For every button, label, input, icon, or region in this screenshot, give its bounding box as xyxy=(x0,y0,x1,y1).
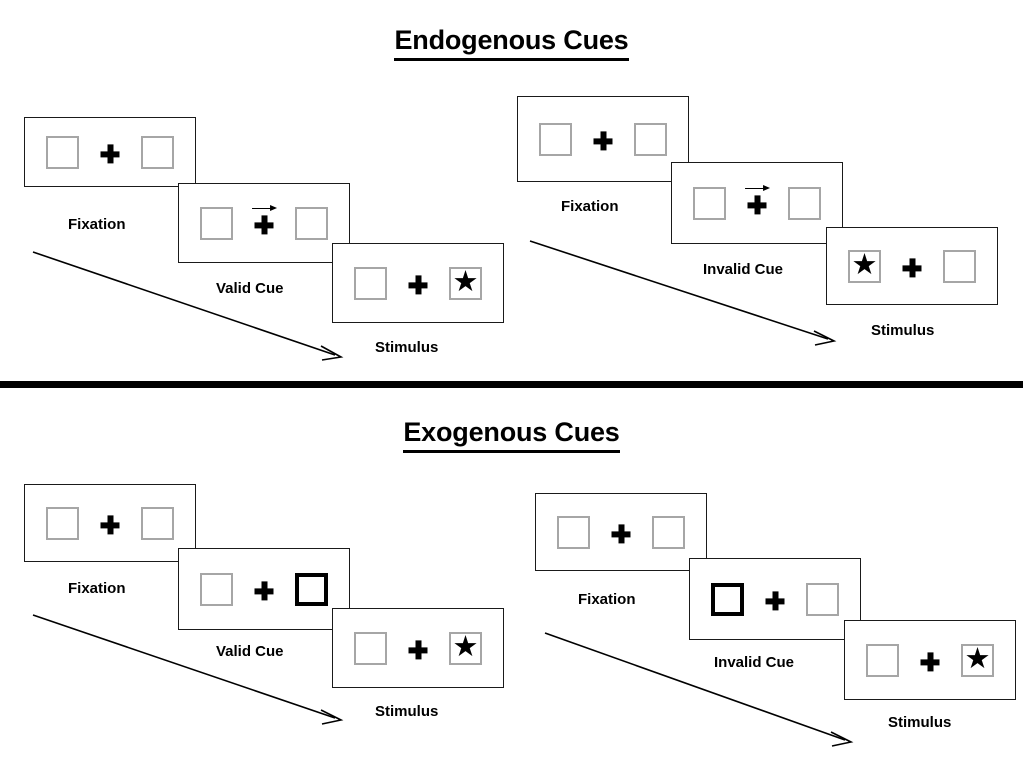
placeholder-box-right xyxy=(295,206,328,240)
caption-exo-invalid-cue: Invalid Cue xyxy=(714,654,795,671)
section-title-exogenous-text: Exogenous Cues xyxy=(403,417,620,453)
fixation-cross-icon xyxy=(408,275,428,295)
section-divider xyxy=(0,381,1023,388)
placeholder-box-right-with-target: ★ xyxy=(449,630,482,665)
center-stack xyxy=(761,583,789,616)
placeholder-box-right-with-target: ★ xyxy=(961,642,994,677)
arrow-head xyxy=(270,204,278,211)
placeholder-box-right xyxy=(806,582,839,616)
star-target-icon: ★ xyxy=(851,248,878,281)
fixation-cross-icon xyxy=(593,131,613,151)
placeholder-box-left xyxy=(46,135,79,169)
caption-endo-valid-fixation: Fixation xyxy=(68,216,126,233)
placeholder-box-right xyxy=(141,506,174,540)
placeholder-box-right xyxy=(788,186,821,220)
placeholder-box-left-cued xyxy=(711,582,744,616)
center-stack xyxy=(589,123,617,156)
panel-exo-valid-stimulus[interactable]: ★ xyxy=(332,608,504,688)
fixation-cross-icon xyxy=(100,515,120,535)
placeholder-box-left xyxy=(354,266,387,300)
arrow-shaft xyxy=(252,207,274,210)
center-stack xyxy=(898,250,926,283)
panel-endo-invalid-cue[interactable] xyxy=(671,162,843,244)
section-title-endogenous: Endogenous Cues xyxy=(0,25,1023,61)
panel-exo-valid-cue[interactable] xyxy=(178,548,350,630)
star-target-icon: ★ xyxy=(964,642,991,675)
placeholder-box-left xyxy=(539,122,572,156)
caption-exo-invalid-stimulus: Stimulus xyxy=(888,714,952,731)
center-stack xyxy=(250,573,278,606)
placeholder-box-left xyxy=(200,572,233,606)
caption-endo-invalid-stimulus: Stimulus xyxy=(871,322,935,339)
placeholder-box-left xyxy=(693,186,726,220)
panel-endo-valid-stimulus[interactable]: ★ xyxy=(332,243,504,323)
center-stack xyxy=(404,267,432,300)
center-stack xyxy=(96,507,124,540)
section-title-endogenous-text: Endogenous Cues xyxy=(394,25,629,61)
center-stack xyxy=(404,632,432,665)
arrow-shaft xyxy=(745,187,767,190)
caption-exo-invalid-fixation: Fixation xyxy=(578,591,636,608)
caption-exo-valid-cue: Valid Cue xyxy=(216,643,284,660)
placeholder-box-left xyxy=(354,631,387,665)
panel-exo-invalid-fixation[interactable] xyxy=(535,493,707,571)
panel-endo-valid-cue[interactable] xyxy=(178,183,350,263)
panel-exo-invalid-stimulus[interactable]: ★ xyxy=(844,620,1016,700)
arrow-right-cue-icon xyxy=(745,184,771,195)
placeholder-box-left xyxy=(200,206,233,240)
placeholder-box-right-with-target: ★ xyxy=(449,265,482,300)
fixation-cross-icon xyxy=(765,591,785,611)
placeholder-box-left xyxy=(866,643,899,677)
panel-endo-invalid-stimulus[interactable]: ★ xyxy=(826,227,998,305)
placeholder-box-right xyxy=(943,249,976,283)
panel-endo-invalid-fixation[interactable] xyxy=(517,96,689,182)
fixation-cross-icon xyxy=(611,524,631,544)
center-stack xyxy=(607,516,635,549)
fixation-cross-icon xyxy=(920,652,940,672)
caption-exo-valid-stimulus: Stimulus xyxy=(375,703,439,720)
center-stack xyxy=(916,644,944,677)
caption-endo-invalid-fixation: Fixation xyxy=(561,198,619,215)
fixation-cross-icon xyxy=(254,581,274,601)
fixation-cross-icon xyxy=(254,215,274,235)
caption-exo-valid-fixation: Fixation xyxy=(68,580,126,597)
panel-exo-invalid-cue[interactable] xyxy=(689,558,861,640)
center-stack xyxy=(250,204,278,240)
section-title-exogenous: Exogenous Cues xyxy=(0,417,1023,453)
caption-endo-valid-stimulus: Stimulus xyxy=(375,339,439,356)
placeholder-box-right xyxy=(652,515,685,549)
arrow-right-cue-icon xyxy=(252,204,278,215)
placeholder-box-left-with-target: ★ xyxy=(848,248,881,283)
placeholder-box-left xyxy=(46,506,79,540)
fixation-cross-icon xyxy=(902,258,922,278)
fixation-cross-icon xyxy=(747,195,767,215)
panel-exo-valid-fixation[interactable] xyxy=(24,484,196,562)
star-target-icon: ★ xyxy=(452,630,479,663)
placeholder-box-right-cued xyxy=(295,572,328,606)
star-target-icon: ★ xyxy=(452,265,479,298)
caption-endo-invalid-cue: Invalid Cue xyxy=(703,261,784,278)
placeholder-box-left xyxy=(557,515,590,549)
fixation-cross-icon xyxy=(100,144,120,164)
fixation-cross-icon xyxy=(408,640,428,660)
placeholder-box-right xyxy=(634,122,667,156)
panel-endo-valid-fixation[interactable] xyxy=(24,117,196,187)
arrow-head xyxy=(763,184,771,191)
center-stack xyxy=(96,136,124,169)
caption-endo-valid-cue: Valid Cue xyxy=(216,280,284,297)
placeholder-box-right xyxy=(141,135,174,169)
center-stack xyxy=(743,184,771,220)
